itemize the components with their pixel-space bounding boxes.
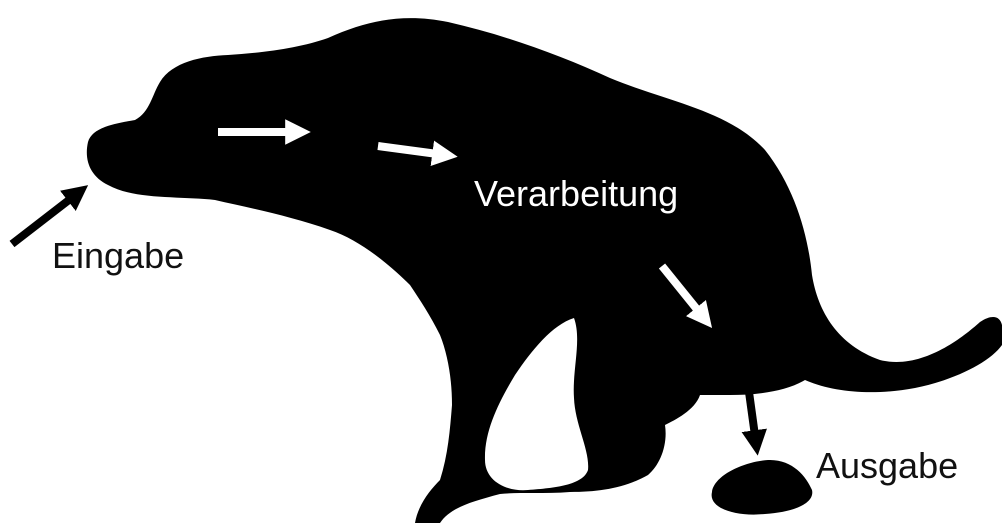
flow-arrow-2 <box>377 140 458 166</box>
flow-arrow-3 <box>658 263 713 328</box>
output-arrow <box>741 391 767 456</box>
dropping-icon <box>711 459 813 515</box>
input-label: Eingabe <box>52 235 184 276</box>
dog-silhouette-icon <box>86 18 1002 523</box>
processing-label: Verarbeitung <box>474 173 678 214</box>
output-label: Ausgabe <box>816 445 958 486</box>
input-arrow <box>9 185 89 248</box>
